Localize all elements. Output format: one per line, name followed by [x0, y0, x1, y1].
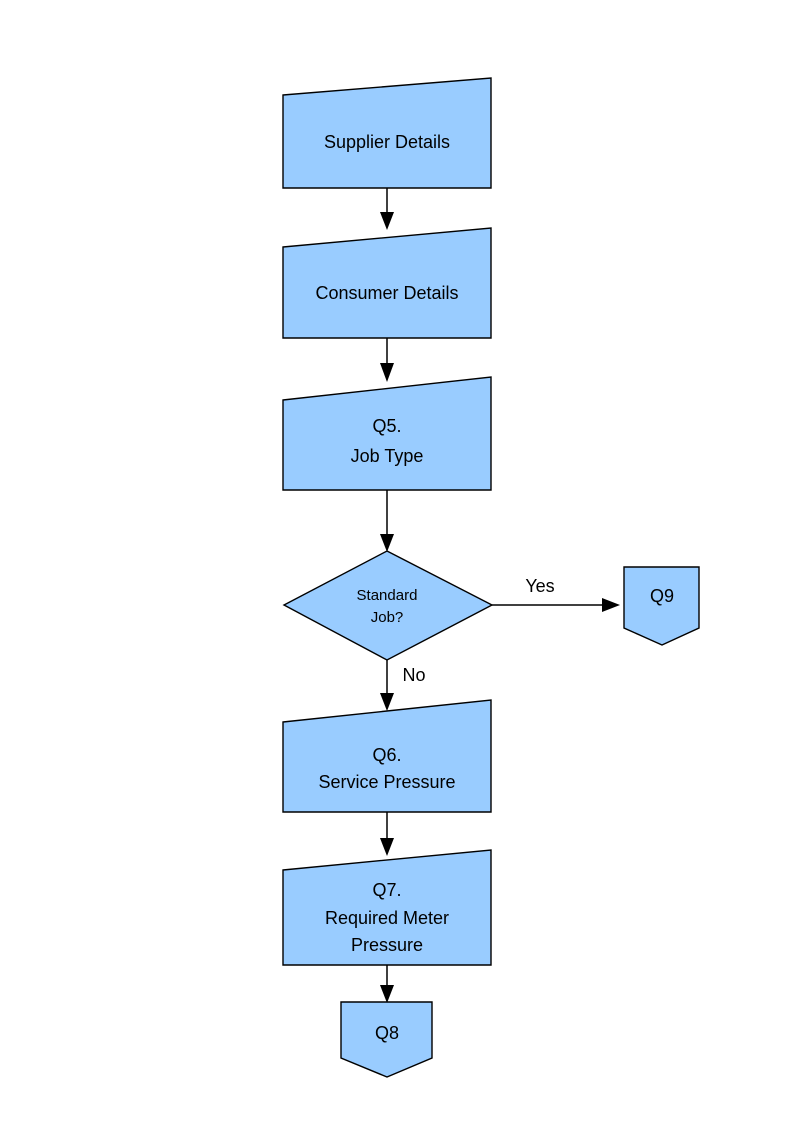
slanted-top-box-shape — [282, 376, 492, 491]
node-q8-connector[interactable]: Q8 — [340, 1001, 433, 1078]
node-q6-service-pressure[interactable]: Q6. Service Pressure — [282, 699, 492, 813]
edge-q6-to-q7 — [380, 812, 394, 856]
edge-consumer-to-q5 — [380, 338, 394, 382]
node-label-q7-line2: Required Meter — [325, 908, 449, 928]
arrow-head-icon — [380, 985, 394, 1003]
edge-decision-to-q9: Yes — [492, 576, 620, 612]
edge-decision-to-q6: No — [380, 660, 426, 711]
off-page-pentagon-shape — [340, 1001, 433, 1078]
node-label-q9: Q9 — [650, 586, 674, 606]
arrow-head-icon — [380, 212, 394, 230]
arrow-head-icon — [380, 363, 394, 382]
node-q5-job-type[interactable]: Q5. Job Type — [282, 376, 492, 491]
node-label-q7-line3: Pressure — [351, 935, 423, 955]
node-label-q5-line1: Q5. — [372, 416, 401, 436]
decision-label-line2: Job? — [371, 609, 404, 626]
edge-q5-to-decision — [380, 490, 394, 552]
arrow-head-icon — [602, 598, 620, 612]
node-consumer-details[interactable]: Consumer Details — [282, 227, 492, 339]
edge-supplier-to-consumer — [380, 188, 394, 230]
edge-label-no: No — [402, 665, 425, 685]
decision-label-line1: Standard — [357, 587, 418, 604]
node-label-q5-line2: Job Type — [351, 446, 424, 466]
edge-label-yes: Yes — [525, 576, 554, 596]
node-q7-required-meter-pressure[interactable]: Q7. Required Meter Pressure — [282, 849, 492, 966]
off-page-pentagon-shape — [623, 566, 700, 646]
node-label-q6-line1: Q6. — [372, 745, 401, 765]
node-label-q7-line1: Q7. — [372, 880, 401, 900]
slanted-top-box-shape — [282, 77, 492, 189]
arrow-head-icon — [380, 534, 394, 552]
node-supplier-details[interactable]: Supplier Details — [282, 77, 492, 189]
node-standard-job-decision[interactable]: Standard Job? — [282, 550, 494, 661]
node-label-supplier-details: Supplier Details — [324, 132, 450, 152]
slanted-top-box-shape — [282, 699, 492, 813]
slanted-top-box-shape — [282, 227, 492, 339]
node-q9-connector[interactable]: Q9 — [623, 566, 700, 646]
diamond-shape — [282, 550, 494, 661]
edge-q7-to-q8 — [380, 965, 394, 1003]
arrow-head-icon — [380, 838, 394, 856]
slanted-top-box-shape — [282, 849, 492, 966]
arrow-head-icon — [380, 693, 394, 711]
node-label-q6-line2: Service Pressure — [318, 772, 455, 792]
node-label-q8: Q8 — [375, 1023, 399, 1043]
node-label-consumer-details: Consumer Details — [315, 283, 458, 303]
